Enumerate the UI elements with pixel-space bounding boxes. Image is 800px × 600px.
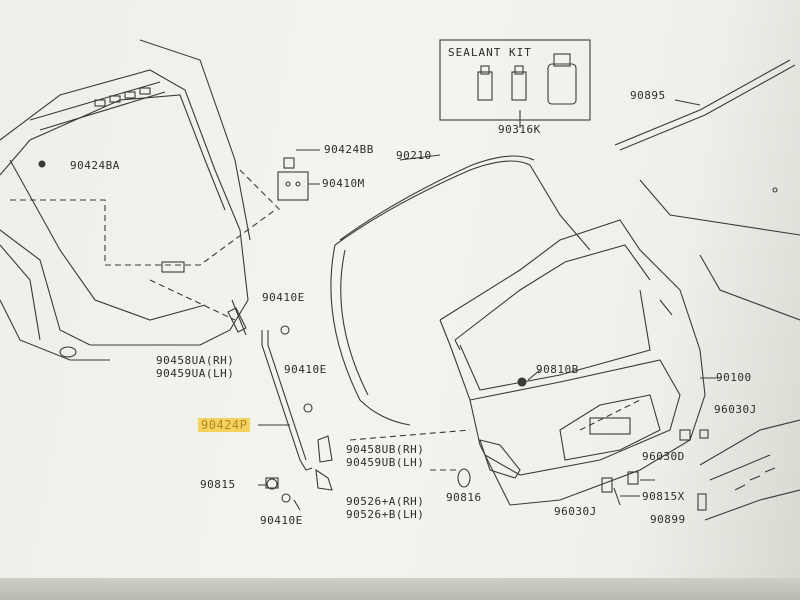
- hinge-part: [277, 149, 320, 201]
- part-label-90459UA: 90459UA(LH): [156, 367, 235, 380]
- part-label-90459UB: 90459UB(LH): [346, 456, 425, 469]
- stay-bracket-upper: [227, 299, 247, 336]
- part-label-90410M: 90410M: [322, 177, 365, 190]
- part-label-90458UA: 90458UA(RH): [156, 354, 235, 367]
- part-label-90424BB: 90424BB: [324, 143, 374, 156]
- part-label-90316K: 90316K: [498, 123, 541, 136]
- glass-upper-edge: [614, 59, 796, 151]
- part-label-90210: 90210: [396, 149, 432, 162]
- part-label-90895: 90895: [630, 89, 666, 102]
- monitor-bezel: [0, 578, 800, 600]
- part-label-90424BA: 90424BA: [70, 159, 120, 172]
- part-label-90526B: 90526+B(LH): [346, 508, 425, 521]
- part-label-90458UB: 90458UB(RH): [346, 443, 425, 456]
- part-label-90810B: 90810B: [536, 363, 579, 376]
- back-door-panel: [439, 219, 706, 506]
- part-label-90100: 90100: [716, 371, 752, 384]
- part-label-90815: 90815: [200, 478, 236, 491]
- glass-lower-edge: [639, 179, 800, 236]
- finisher-strip: [699, 419, 800, 521]
- part-label-90424P-highlighted: 90424P: [198, 418, 251, 432]
- part-label-96030J-right: 96030J: [714, 403, 757, 416]
- sealant-kit-items: [477, 53, 577, 105]
- leader-lines: [10, 169, 641, 471]
- weatherstrip: [334, 160, 591, 251]
- part-label-90410E-lower: 90410E: [260, 514, 303, 527]
- part-label-90815X: 90815X: [642, 490, 685, 503]
- sealant-kit-box: [439, 39, 591, 121]
- part-label-90526A: 90526+A(RH): [346, 495, 425, 508]
- part-label-90410E-middle: 90410E: [284, 363, 327, 376]
- gas-stay: [258, 325, 313, 471]
- part-label-90410E-upper: 90410E: [262, 291, 305, 304]
- part-label-96030J-bottom: 96030J: [554, 505, 597, 518]
- sealant-kit-label: SEALANT KIT: [448, 46, 532, 59]
- vehicle-body-outline: [0, 39, 251, 361]
- stay-bracket-lower: [315, 435, 333, 491]
- part-label-90899: 90899: [650, 513, 686, 526]
- part-label-90816: 90816: [446, 491, 482, 504]
- fasteners: [265, 429, 709, 511]
- part-label-96030D: 96030D: [642, 450, 685, 463]
